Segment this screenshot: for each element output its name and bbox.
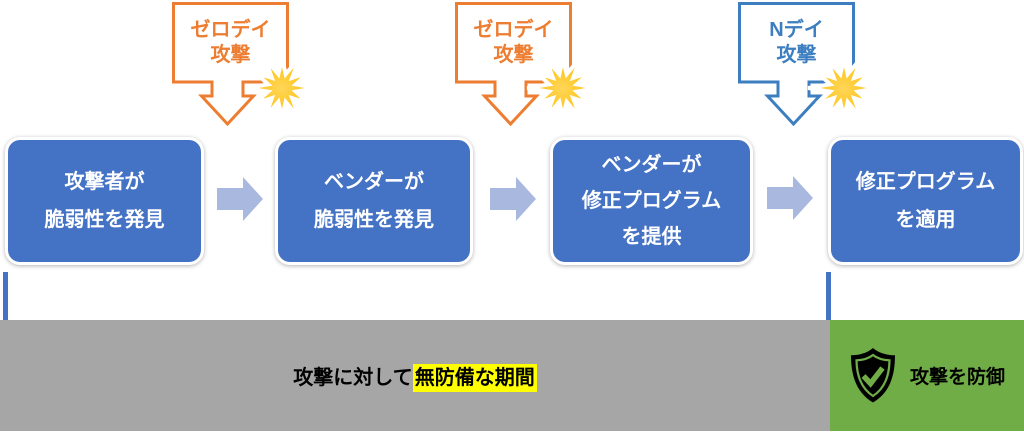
flow-box-line: 脆弱性を発見 <box>314 209 434 231</box>
right-arrow-icon <box>767 176 813 220</box>
flow-box-line: ベンダーが <box>601 154 702 176</box>
flow-box-line: 脆弱性を発見 <box>44 209 165 231</box>
callout-label-line2: 攻撃 <box>776 44 817 66</box>
flow-box-vendor-discovers-vulnerability: ベンダーが 脆弱性を発見 <box>275 137 473 265</box>
flow-box-apply-patch: 修正プログラム を適用 <box>828 137 1023 265</box>
callout-label-line1: ゼロデイ <box>473 19 554 41</box>
flow-box-line: 修正プログラム <box>855 171 996 193</box>
right-arrow-icon <box>490 177 536 221</box>
callout-label-line1: ゼロデイ <box>190 19 271 41</box>
flow-box-attacker-discovers-vulnerability: 攻撃者が 脆弱性を発見 <box>5 137 204 265</box>
protected-label: 攻撃を防御 <box>909 367 1005 388</box>
vulnerable-period-label: 攻撃に対して無防備な期間 <box>293 361 537 392</box>
explosion-starburst-icon <box>245 56 317 121</box>
vulnerable-period-label-plain: 攻撃に対して <box>293 367 413 389</box>
vulnerable-period-bar: 攻撃に対して無防備な期間 <box>0 320 830 431</box>
flow-box-line: 修正プログラム <box>581 190 722 212</box>
flow-box-line: ベンダーが <box>324 171 424 193</box>
callout-label-line2: 攻撃 <box>493 44 534 66</box>
explosion-starburst-icon <box>807 56 879 121</box>
callout-zero-day-1: ゼロデイ 攻撃 <box>172 2 289 126</box>
flow-box-line: を提供 <box>621 226 682 248</box>
callout-label: ゼロデイ 攻撃 <box>455 8 572 78</box>
flow-box-line: を適用 <box>895 209 956 231</box>
vulnerable-period-label-highlighted: 無防備な期間 <box>412 364 537 392</box>
right-arrow-icon <box>217 177 263 221</box>
shield-check-icon <box>850 348 895 403</box>
explosion-starburst-icon <box>526 56 598 121</box>
timeline-end-tick <box>826 272 831 320</box>
callout-label: ゼロデイ 攻撃 <box>172 8 289 78</box>
callout-label-line1: Nデイ <box>769 19 824 41</box>
protected-period-bar: 攻撃を防御 <box>830 320 1024 431</box>
flow-box-vendor-provides-patch: ベンダーが 修正プログラム を提供 <box>550 137 753 265</box>
callout-label: Nデイ 攻撃 <box>738 8 855 78</box>
flow-box-line: 攻撃者が <box>64 171 145 193</box>
callout-label-line2: 攻撃 <box>210 44 251 66</box>
